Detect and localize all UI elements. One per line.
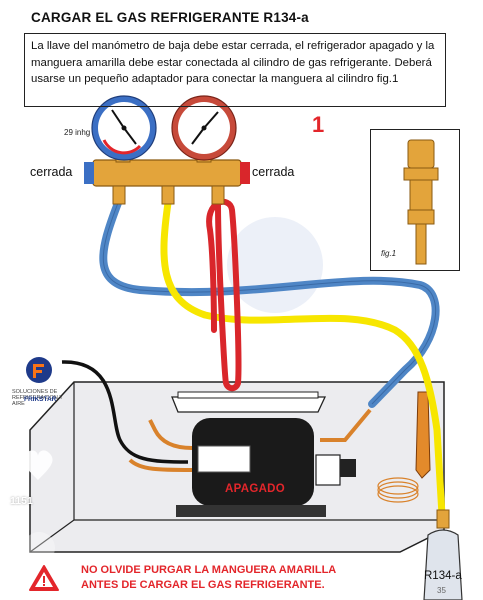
copper-line-suction	[148, 419, 193, 450]
logo-caption: SOLUCIONES DE REFRIGERACION Y AIRE	[12, 389, 63, 407]
copper-line-discharge	[128, 458, 193, 472]
hose-red	[206, 198, 242, 392]
valve-knob-low[interactable]	[84, 162, 94, 184]
valve-right-label: cerrada	[252, 165, 295, 179]
valve-left-label: cerrada	[30, 165, 73, 179]
figure-label: fig.1	[381, 249, 397, 258]
manifold	[84, 147, 250, 205]
gauge-high	[171, 95, 237, 161]
hose-blue-edge	[102, 202, 436, 405]
page-title: CARGAR EL GAS REFRIGERANTE R134-a	[31, 10, 309, 25]
like-heart-icon[interactable]	[23, 450, 53, 480]
power-cord	[61, 360, 189, 464]
gas-cylinder	[423, 509, 463, 600]
drain-tray	[171, 391, 327, 413]
logo-brand: FRIKSTAR	[24, 396, 57, 403]
hose-yellow	[160, 199, 446, 519]
process-tube	[320, 408, 372, 442]
capillary-coil	[377, 477, 419, 503]
warning-line-2: ANTES DE CARGAR EL GAS REFRIGERANTE.	[81, 579, 325, 591]
more-options-icon[interactable]	[23, 532, 55, 564]
valve-knob-high[interactable]	[240, 162, 250, 184]
social-overlay	[13, 352, 65, 564]
gauge-low-reading: 29 inhg	[64, 128, 91, 137]
step-number: 1	[312, 112, 325, 137]
cylinder-label: R134-a	[424, 570, 462, 582]
like-count: 1151	[10, 495, 33, 507]
warning-icon	[29, 565, 59, 591]
warning-line-1: NO OLVIDE PURGAR LA MANGUERA AMARILLA	[81, 564, 337, 576]
figure-frame	[370, 129, 460, 271]
gauge-low	[91, 95, 157, 161]
watermark-logo	[227, 217, 323, 313]
adapter-figure	[403, 139, 439, 265]
cylinder-sublabel: 35	[437, 586, 446, 595]
compressor-status: APAGADO	[225, 483, 286, 495]
compressor	[176, 418, 356, 517]
warning-message: NO OLVIDE PURGAR LA MANGUERA AMARILLA AN…	[81, 563, 336, 593]
filter-drier	[415, 391, 431, 479]
instruction-text: La llave del manómetro de baja debe esta…	[24, 33, 446, 107]
